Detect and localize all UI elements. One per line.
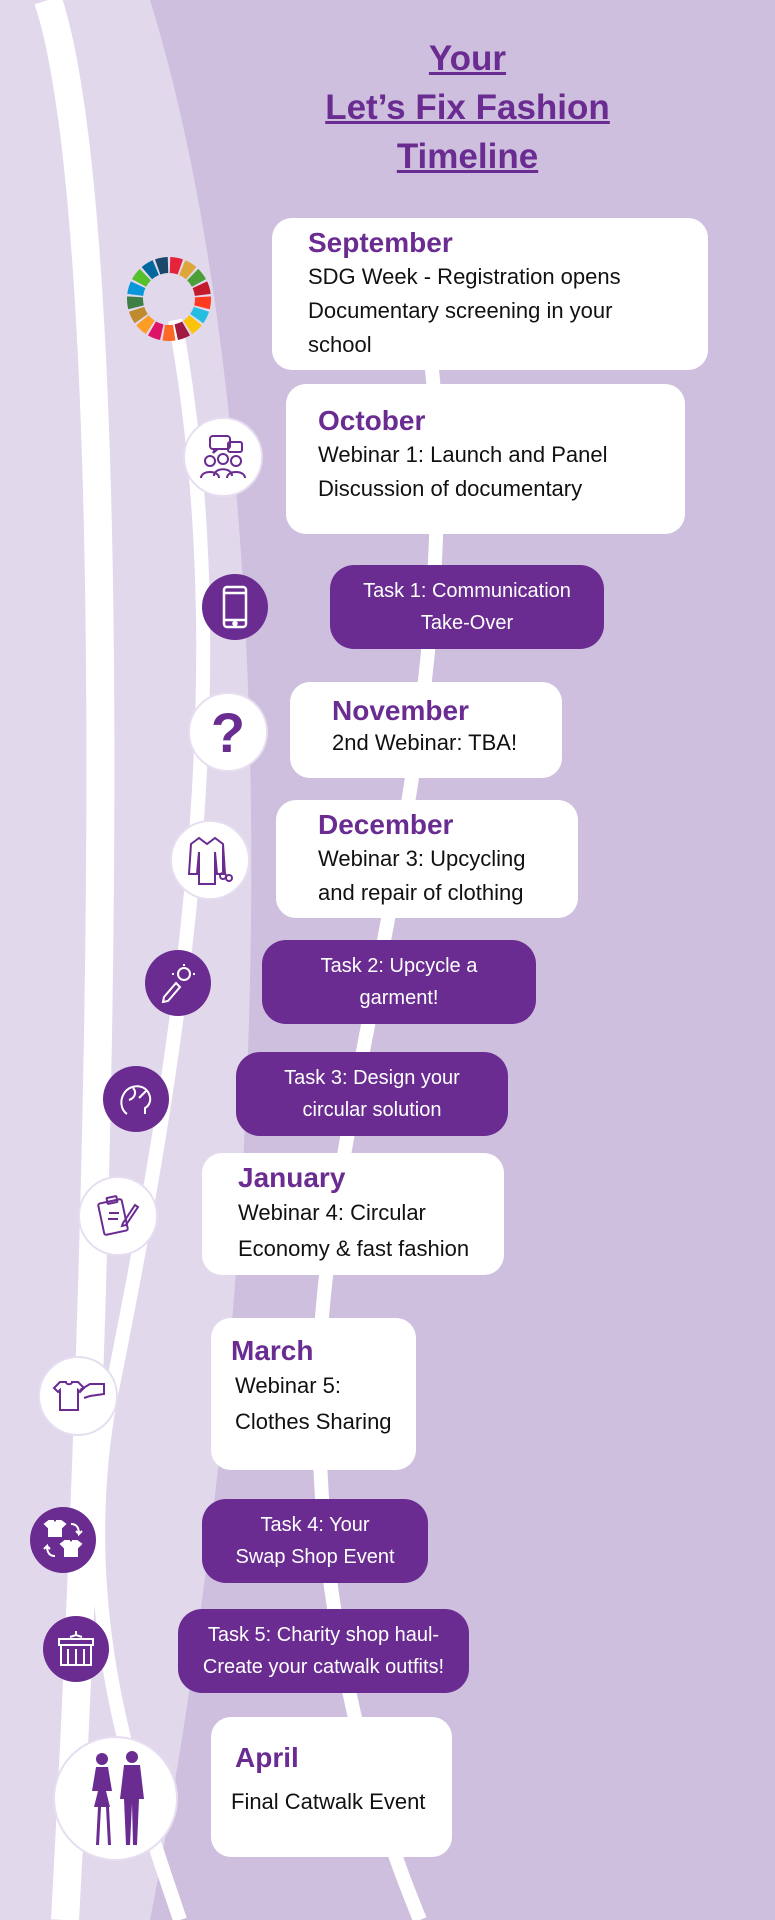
task-text: Take-Over [420,612,514,634]
task-text: circular solution [302,1099,442,1121]
event-text: Clothes Sharing [235,1409,392,1434]
task-text: Swap Shop Event [235,1546,395,1568]
sdg-wheel-segment [194,296,211,310]
sdg-wheel-segment [187,268,207,287]
task-text: Task 5: Charity shop haul- [207,1624,440,1646]
event-text: Webinar 5: [235,1373,341,1398]
event-text: 2nd Webinar: TBA! [332,730,518,755]
event-card-april: April Final Catwalk Event [211,1717,452,1857]
sdg-wheel-segment [147,321,164,341]
event-text: Discussion of documentary [318,476,583,501]
title-line-2: Let’s Fix Fashion [325,88,610,127]
smartphone-icon [202,574,268,640]
task-pill-5: Task 5: Charity shop haul- Create your ca… [178,1609,469,1693]
month-label: December [318,809,454,840]
sdg-wheel-segment [127,281,146,296]
month-label: April [235,1742,299,1773]
task-pill-2: Task 2: Upcycle a garment! [262,940,536,1024]
event-text: Documentary screening in your [308,298,613,323]
hand-shirt-icon [38,1356,118,1436]
sdg-wheel-segment [183,315,202,335]
sdg-wheel-icon [124,254,214,344]
event-card-december: December Webinar 3: Upcycling and repair… [276,800,578,918]
sdg-wheel-segment [174,321,191,341]
sewing-icon [170,820,250,900]
month-label: September [308,227,453,258]
task-text: garment! [359,987,439,1009]
sdg-wheel-segment [169,257,183,275]
event-text: SDG Week - Registration opens [308,264,621,289]
charity-shop-icon [43,1616,109,1682]
task-text: Task 4: Your [260,1514,370,1536]
title-line-3: Timeline [396,137,539,176]
svg-text:?: ? [211,704,245,760]
month-label: March [231,1335,314,1366]
event-text: school [308,332,372,357]
event-card-september: September SDG Week - Registration opens … [272,218,708,370]
design-head-icon [103,1066,169,1132]
clothes-swap-icon [30,1507,96,1573]
month-label: October [318,405,426,436]
task-pill-3: Task 3: Design your circular solution [236,1052,508,1136]
event-card-march: March Webinar 5: Clothes Sharing [211,1318,416,1470]
sdg-wheel-segment [162,324,176,341]
title-line-1: Your [428,39,507,78]
task-text: Task 2: Upcycle a [320,955,478,977]
event-text: Final Catwalk Event [231,1789,426,1814]
event-text: Webinar 1: Launch and Panel [318,442,608,467]
discussion-group-icon [183,417,263,497]
clipboard-pen-icon [78,1176,158,1256]
sdg-wheel-segment [155,257,169,275]
sdg-wheel-segment [190,306,210,324]
task-text: Create your catwalk outfits! [202,1656,445,1678]
task-text: Task 1: Communication [363,580,571,602]
question-mark-icon: ? [188,692,268,772]
month-label: November [332,695,469,726]
task-text: Task 3: Design your [284,1067,460,1089]
page-title: Your Let’s Fix Fashion Timeline [300,34,635,181]
sdg-wheel-segment [179,260,197,280]
month-label: January [238,1162,346,1193]
sdg-wheel-segment [128,306,148,324]
sdg-wheel-segment [127,296,144,310]
catwalk-couple-icon [53,1736,178,1861]
event-text: Webinar 3: Upcycling [318,846,526,871]
sdg-wheel-segment [136,315,155,335]
event-text: Webinar 4: Circular [238,1200,426,1225]
sdg-wheel-segment [141,260,159,280]
sdg-wheel-segment [192,281,211,296]
idea-pen-icon [145,950,211,1016]
event-text: and repair of clothing [318,880,524,905]
event-card-november: November 2nd Webinar: TBA! [290,682,562,778]
sdg-wheel-segment [131,268,151,287]
event-card-january: January Webinar 4: Circular Economy & fa… [202,1153,504,1275]
event-text: Economy & fast fashion [238,1236,470,1261]
event-card-october: October Webinar 1: Launch and Panel Disc… [286,384,685,534]
